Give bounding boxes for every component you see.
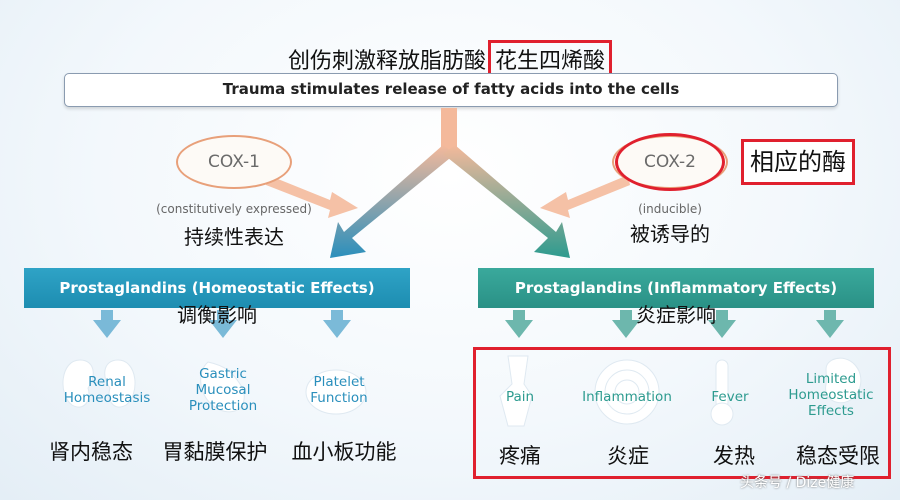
cox2-highlight-ring (615, 133, 725, 191)
effect-limited-cn: 稳态受限 (796, 444, 880, 468)
watermark: 头条号 / Dize健康 (740, 475, 855, 491)
kidney-stomach-icon (825, 357, 862, 404)
cox1-subtitle-cn: 持续性表达 (184, 225, 284, 249)
effect-fever-cn: 发热 (713, 444, 755, 468)
effect-platelet-line2: Function (310, 390, 368, 406)
effect-platelet-line1: Platelet (313, 374, 365, 390)
effect-platelet-label: Platelet Function (279, 374, 399, 406)
effect-gastric-line2: Mucosal (195, 382, 251, 398)
down-arrow-fever (708, 310, 736, 338)
down-arrow-renal (93, 310, 121, 338)
cox1-subtitle: (constitutively expressed) (156, 202, 312, 216)
right-branch-arrow (443, 145, 570, 258)
effect-limited-label: Limited Homeostatic Effects (772, 371, 890, 419)
cox2-subtitle-cn: 被诱导的 (630, 222, 710, 246)
down-arrow-inflammation (612, 310, 640, 338)
left-branch-arrow (330, 145, 455, 258)
effect-pain-line1: Pain (505, 389, 535, 405)
cox2-subtitle: (inducible) (638, 202, 702, 216)
joint-icon (499, 355, 533, 427)
effect-fever-label: Fever (690, 389, 770, 405)
stem-arrow (441, 108, 457, 154)
effect-limited-line1: Limited (805, 371, 857, 387)
stomach-icon (200, 361, 245, 413)
effect-pain-cn: 疼痛 (499, 444, 541, 468)
title-cn: 创伤刺激释放脂肪酸花生四烯酸 (0, 40, 900, 78)
effect-inflammation-label: Inflammation (567, 389, 687, 405)
cox1-arrow (266, 175, 358, 218)
effect-gastric-cn: 胃黏膜保护 (162, 440, 268, 464)
prostaglandins-homeostatic-bar: Prostaglandins (Homeostatic Effects) (24, 268, 410, 308)
down-arrow-gastric (209, 310, 237, 338)
down-arrow-limited (816, 310, 844, 338)
kidney-icon-2 (104, 359, 136, 408)
effect-limited-line3: Effects (808, 403, 854, 419)
prostaglandins-inflammatory-bar: Prostaglandins (Inflammatory Effects) (478, 268, 874, 308)
effect-gastric-line3: Protection (188, 398, 258, 414)
cox2-arrow (540, 175, 630, 218)
effect-fever-line1: Fever (711, 389, 749, 405)
cox1-node: COX-1 (176, 135, 292, 189)
effect-renal-line1: Renal (88, 374, 126, 390)
trauma-banner: Trauma stimulates release of fatty acids… (64, 73, 838, 107)
platelet-icon (305, 369, 367, 415)
effect-limited-line2: Homeostatic (788, 387, 874, 403)
down-arrow-platelet (323, 310, 351, 338)
effect-inflammation-cn: 炎症 (607, 444, 649, 468)
down-arrow-pain (505, 310, 533, 338)
target-rings-icon (594, 359, 660, 425)
effect-renal-label: Renal Homeostasis (47, 374, 167, 406)
effect-renal-line2: Homeostasis (63, 390, 151, 406)
effect-platelet-cn: 血小板功能 (291, 440, 397, 464)
enzyme-annotation: 相应的酶 (741, 139, 855, 185)
effect-pain-label: Pain (480, 389, 560, 405)
effect-gastric-line1: Gastric (199, 366, 247, 382)
inflammatory-cn: 炎症影响 (636, 303, 716, 327)
title-cn-main: 创伤刺激释放脂肪酸 (287, 49, 486, 74)
inflammatory-effects-highlight (473, 347, 891, 479)
effect-renal-cn: 肾内稳态 (49, 440, 133, 464)
effect-gastric-label: Gastric Mucosal Protection (163, 366, 283, 414)
kidney-icon (62, 359, 94, 408)
effect-inflammation-line1: Inflammation (582, 389, 672, 405)
homeostatic-cn: 调衡影响 (177, 303, 257, 327)
